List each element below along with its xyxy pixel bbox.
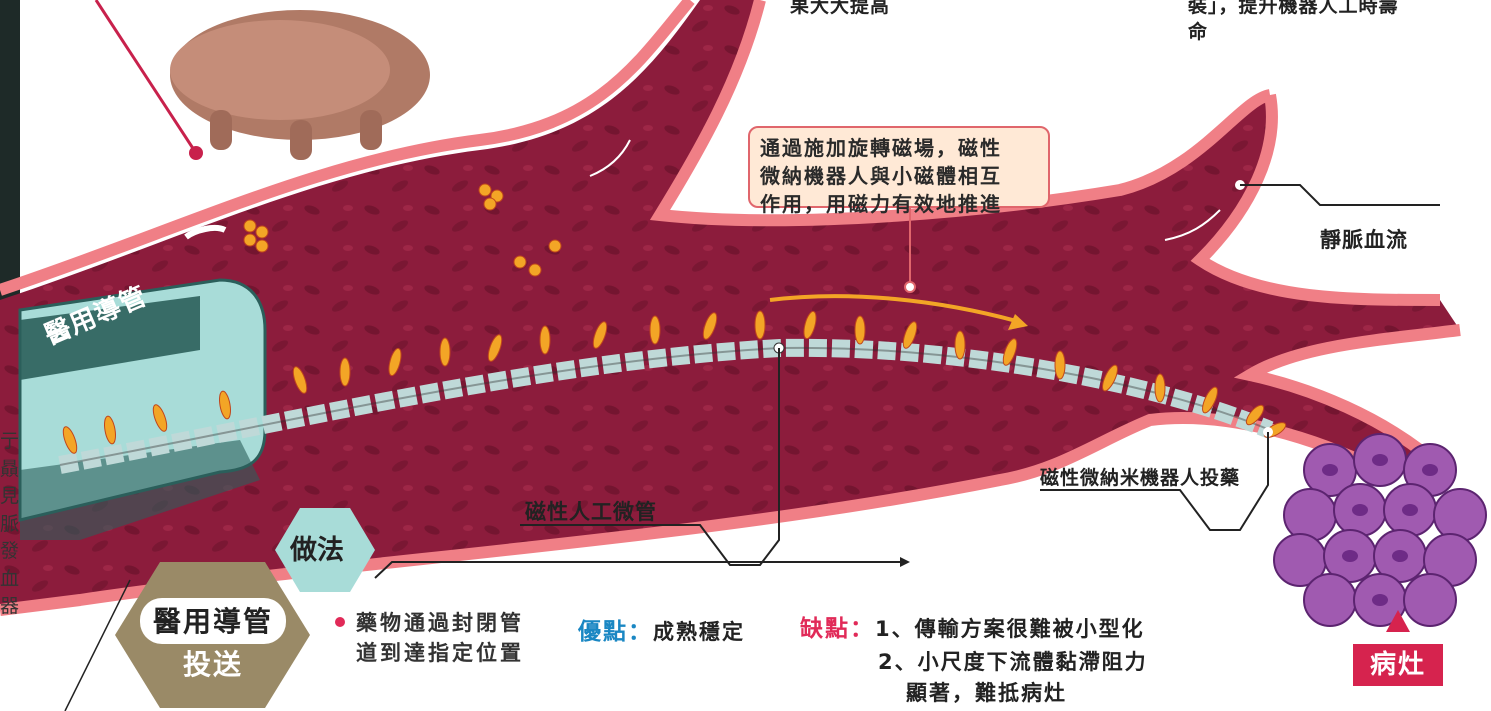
side-char: 器 (0, 593, 14, 621)
top-right-text-fragment: 裝」，提升機器人工時壽 命 (1188, 0, 1488, 45)
disadvantages-item-2: 2、小尺度下流體黏滯阻力 (800, 647, 1148, 679)
lesion-label: 病灶 (1353, 644, 1443, 686)
disadvantages-key: 缺點： (800, 616, 875, 642)
magnetic-tube-label: 磁性人工微管 (525, 498, 657, 526)
callout-line3: 作用，用磁力有效地推進 (760, 192, 1002, 216)
side-char: 贔 (0, 456, 14, 484)
magnetic-propulsion-callout: 通過施加旋轉磁場，磁性 微納機器人與小磁體相互 作用，用磁力有效地推進 (748, 126, 1050, 208)
disadvantages-item-3: 顯著，難抵病灶 (800, 678, 1148, 710)
disadvantages: 缺點：1、傳輸方案很難被小型化 2、小尺度下流體黏滯阻力 顯著，難抵病灶 (800, 612, 1148, 710)
top-right-line2: 命 (1188, 21, 1208, 43)
side-char: 血 (0, 566, 14, 594)
side-char: 發 (0, 538, 14, 566)
callout-line2: 微納機器人與小磁體相互 (760, 164, 1002, 188)
hex-line1: 醫用導管 (153, 605, 273, 638)
side-text-fragments: 亍 贔 見 脈 發 血 器 (0, 428, 14, 621)
advantages: 優點：成熟穩定 (578, 612, 745, 646)
callout-line1: 通過施加旋轉磁場，磁性 (760, 136, 1002, 160)
top-left-text-fragment: 果大大提高 (790, 0, 890, 20)
side-char: 見 (0, 483, 14, 511)
hex-line2: 投送 (183, 648, 243, 681)
side-char: 脈 (0, 511, 14, 539)
side-char: 亍 (0, 428, 14, 456)
catheter-delivery-hex-text: 醫用導管 投送 (133, 600, 293, 687)
disadvantages-item-1: 1、傳輸方案很難被小型化 (875, 617, 1145, 641)
advantages-text: 成熟穩定 (653, 620, 745, 644)
tardigrade-illustration (170, 10, 430, 160)
robot-delivery-label: 磁性微納米機器人投藥 (1040, 466, 1240, 492)
method-heading: 做法 (290, 528, 344, 567)
vein-flow-label: 靜脈血流 (1320, 226, 1408, 254)
top-right-line1: 裝」，提升機器人工時壽 (1188, 0, 1399, 17)
method-bullet: 藥物通過封閉管道到達指定位置 (356, 608, 531, 669)
advantages-key: 優點： (578, 619, 653, 645)
